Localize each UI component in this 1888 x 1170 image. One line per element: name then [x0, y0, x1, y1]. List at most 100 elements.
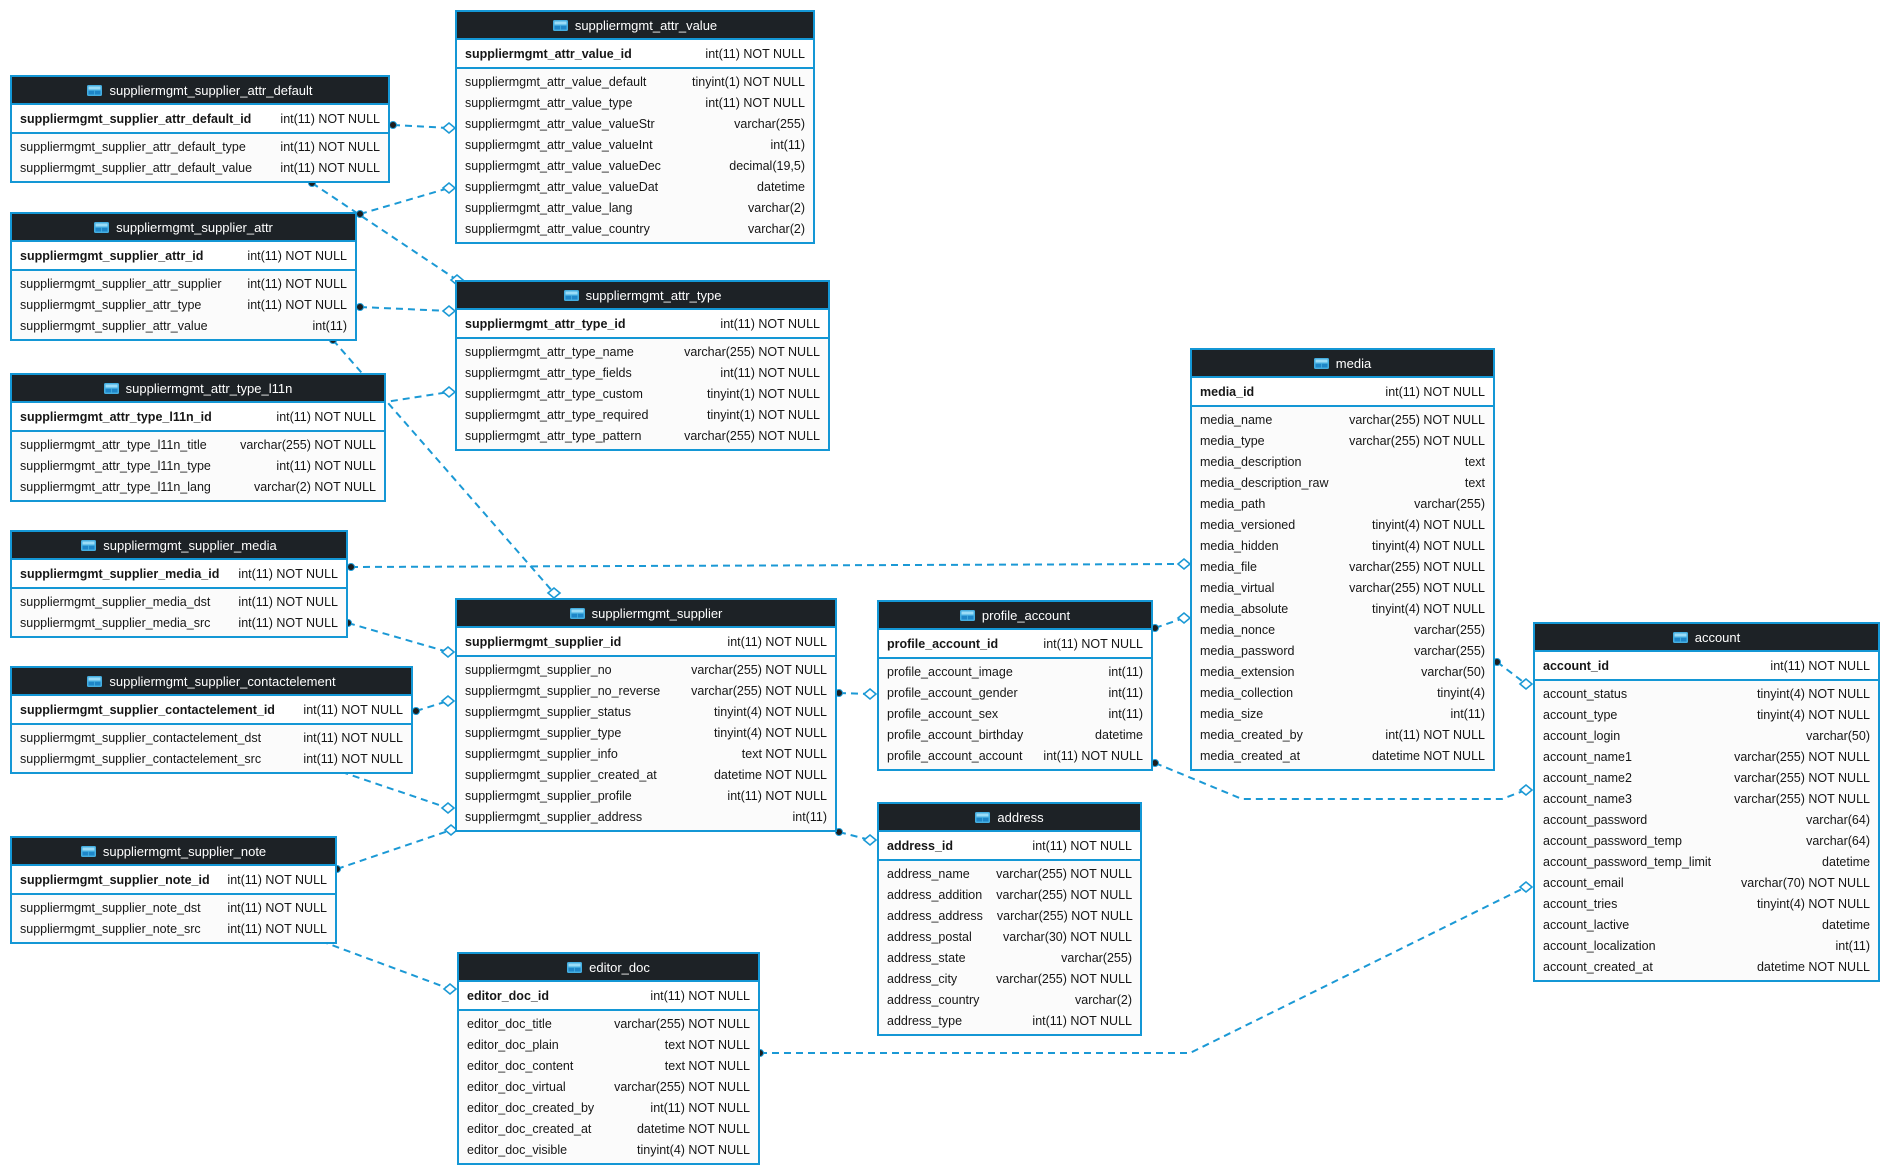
relationship-line-suppliermgmt_supplier_contactelement-suppliermgmt_supplier[interactable]	[415, 700, 449, 712]
relationship-line-suppliermgmt_supplier_note-suppliermgmt_supplier[interactable]	[336, 829, 452, 870]
relationship-line-suppliermgmt_supplier_media-media[interactable]	[350, 563, 1185, 568]
field-row-suppliermgmt_supplier_contactelement_dst[interactable]: suppliermgmt_supplier_contactelement_dst…	[12, 727, 411, 748]
relationship-line-suppliermgmt_supplier_contactelement-suppliermgmt_supplier[interactable]	[329, 767, 449, 809]
relationship-line-suppliermgmt_supplier_attr-suppliermgmt_attr_type[interactable]	[359, 306, 450, 312]
relationship-line-suppliermgmt_supplier_media-suppliermgmt_supplier[interactable]	[347, 622, 449, 653]
table-header[interactable]: suppliermgmt_attr_type_l11n	[12, 375, 384, 403]
table-header[interactable]: suppliermgmt_attr_value	[457, 12, 813, 40]
relationship-line-suppliermgmt_supplier_attr-suppliermgmt_supplier[interactable]	[332, 339, 555, 594]
table-suppliermgmt_attr_type[interactable]: suppliermgmt_attr_type suppliermgmt_attr_…	[455, 280, 830, 451]
table-header[interactable]: suppliermgmt_supplier_contactelement	[12, 668, 411, 696]
table-header[interactable]: suppliermgmt_attr_type	[457, 282, 828, 310]
relationship-line-media-account[interactable]	[1496, 661, 1527, 685]
relationship-line-suppliermgmt_attr_type_l11n-suppliermgmt_attr_type[interactable]	[378, 391, 450, 404]
field-row-suppliermgmt_supplier_attr_default_value[interactable]: suppliermgmt_supplier_attr_default_value…	[12, 157, 388, 178]
relationship-line-editor_doc-account[interactable]	[760, 886, 1527, 1054]
table-header[interactable]: suppliermgmt_supplier_attr	[12, 214, 355, 242]
table-header[interactable]: profile_account	[879, 602, 1151, 630]
table-header[interactable]: editor_doc	[459, 954, 758, 982]
relationship-line-suppliermgmt_supplier_attr_default-suppliermgmt_attr_type[interactable]	[311, 182, 458, 281]
table-suppliermgmt_supplier_attr[interactable]: suppliermgmt_supplier_attr suppliermgmt_s…	[10, 212, 357, 341]
table-header[interactable]: suppliermgmt_supplier_attr_default	[12, 77, 388, 105]
table-header[interactable]: address	[879, 804, 1140, 832]
relationship-line-suppliermgmt_supplier_attr-suppliermgmt_attr_value[interactable]	[359, 187, 450, 215]
